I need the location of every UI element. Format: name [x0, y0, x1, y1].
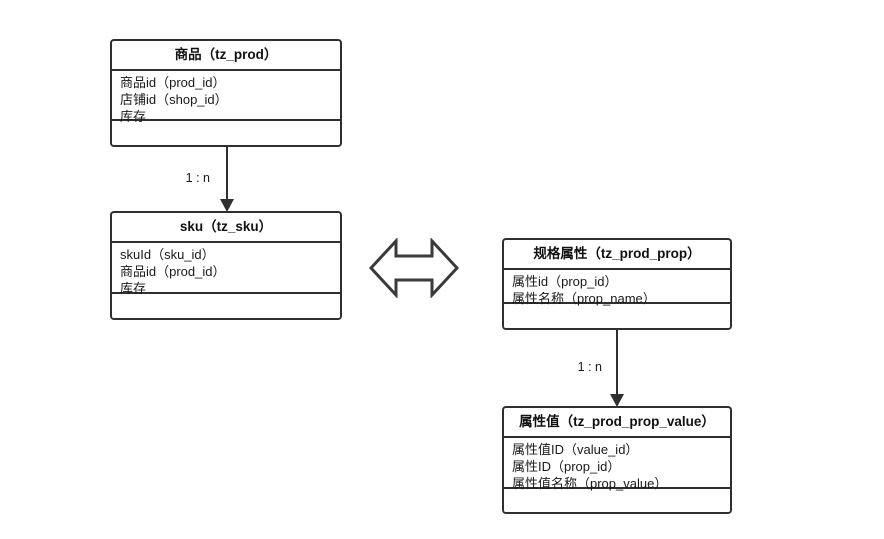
entity-attributes: skuId（sku_id） 商品id（prod_id） 库存	[112, 243, 340, 296]
entity-title: 商品（tz_prod）	[112, 41, 340, 71]
entity-title: 规格属性（tz_prod_prop）	[504, 240, 730, 270]
entity-tz-prod-prop-value[interactable]: 属性值（tz_prod_prop_value） 属性值ID（value_id） …	[502, 406, 732, 514]
double-arrow-icon	[368, 238, 460, 298]
attribute-row: 库存	[120, 109, 147, 124]
entity-attributes: 商品id（prod_id） 店铺id（shop_id） 库存	[112, 71, 340, 124]
entity-footer	[112, 121, 340, 145]
connector-prop-to-prop-value: 1 : n	[578, 330, 624, 408]
attribute-row: 属性值名称（prop_value）	[512, 476, 668, 491]
entity-attributes: 属性id（prop_id） 属性名称（prop_name）	[504, 270, 730, 306]
connector-arrowhead	[220, 199, 234, 212]
attribute-row: 商品id（prod_id）	[120, 264, 226, 279]
entity-attributes: 属性值ID（value_id） 属性ID（prop_id） 属性值名称（prop…	[504, 438, 730, 491]
entity-title: sku（tz_sku）	[112, 213, 340, 243]
entity-tz-sku[interactable]: sku（tz_sku） skuId（sku_id） 商品id（prod_id） …	[110, 211, 342, 320]
attribute-row: 商品id（prod_id）	[120, 75, 226, 90]
attribute-row: 库存	[120, 281, 147, 296]
attribute-row: 属性ID（prop_id）	[512, 459, 621, 474]
connector-arrowhead	[610, 394, 624, 407]
attribute-row: 属性id（prop_id）	[512, 274, 618, 289]
connector-prod-to-sku: 1 : n	[186, 147, 234, 212]
connector-label: 1 : n	[185, 171, 210, 185]
connector-label: 1 : n	[577, 360, 602, 374]
attribute-row: 店铺id（shop_id）	[120, 92, 228, 107]
entity-tz-prod[interactable]: 商品（tz_prod） 商品id（prod_id） 店铺id（shop_id） …	[110, 39, 342, 147]
connector-line	[616, 330, 618, 395]
entity-title: 属性值（tz_prod_prop_value）	[504, 408, 730, 438]
entity-footer	[112, 294, 340, 318]
connector-line	[226, 147, 228, 200]
entity-tz-prod-prop[interactable]: 规格属性（tz_prod_prop） 属性id（prop_id） 属性名称（pr…	[502, 238, 732, 330]
attribute-row: 属性名称（prop_name）	[512, 291, 656, 306]
attribute-row: skuId（sku_id）	[120, 247, 215, 262]
attribute-row: 属性值ID（value_id）	[512, 442, 639, 457]
entity-footer	[504, 304, 730, 328]
entity-footer	[504, 489, 730, 512]
